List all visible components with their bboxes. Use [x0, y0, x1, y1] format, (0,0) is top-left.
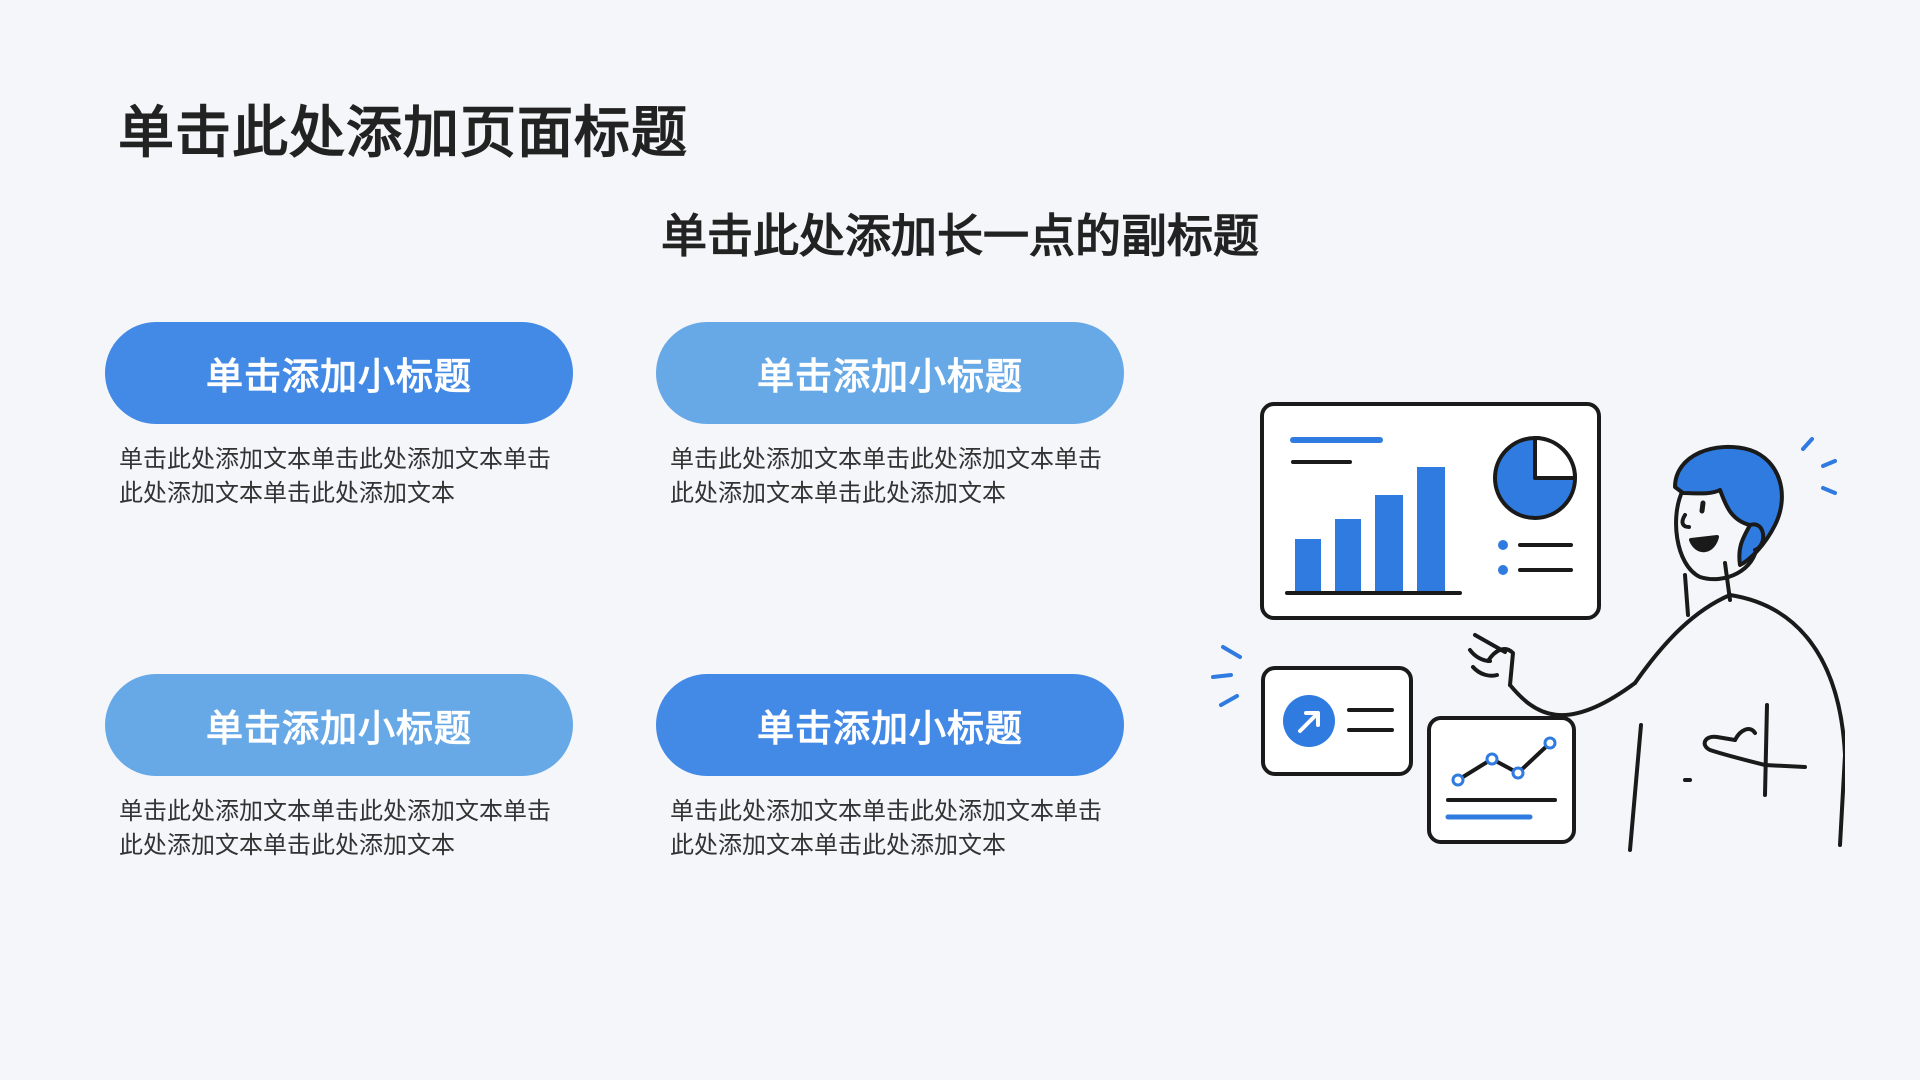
card-4-heading-button[interactable]: 单击添加小标题 [656, 674, 1124, 776]
card-3-heading-button[interactable]: 单击添加小标题 [105, 674, 573, 776]
card-2: 单击添加小标题 单击此处添加文本单击此处添加文本单击此处添加文本单击此处添加文本 [656, 322, 1126, 510]
page-title[interactable]: 单击此处添加页面标题 [118, 101, 688, 166]
card-2-body-text[interactable]: 单击此处添加文本单击此处添加文本单击此处添加文本单击此处添加文本 [670, 445, 1102, 507]
page-subtitle[interactable]: 单击此处添加长一点的副标题 [661, 209, 1259, 263]
sparkle-icon [1211, 437, 1837, 707]
card-4: 单击添加小标题 单击此处添加文本单击此处添加文本单击此处添加文本单击此处添加文本 [656, 674, 1126, 862]
line-chart-card-icon [1427, 716, 1576, 844]
person-icon [1468, 444, 1847, 852]
card-3: 单击添加小标题 单击此处添加文本单击此处添加文本单击此处添加文本单击此处添加文本 [105, 674, 575, 862]
card-1-body-text[interactable]: 单击此处添加文本单击此处添加文本单击此处添加文本单击此处添加文本 [119, 445, 551, 507]
man-presenting-dashboard-illustration [1205, 395, 1847, 865]
card-1: 单击添加小标题 单击此处添加文本单击此处添加文本单击此处添加文本单击此处添加文本 [105, 322, 575, 510]
card-1-heading-button[interactable]: 单击添加小标题 [105, 322, 573, 424]
card-4-body-text[interactable]: 单击此处添加文本单击此处添加文本单击此处添加文本单击此处添加文本 [670, 797, 1102, 859]
card-2-heading-button[interactable]: 单击添加小标题 [656, 322, 1124, 424]
dashboard-panel-icon [1260, 402, 1601, 620]
card-3-body-text[interactable]: 单击此处添加文本单击此处添加文本单击此处添加文本单击此处添加文本 [119, 797, 551, 859]
arrow-card-icon [1261, 666, 1413, 776]
